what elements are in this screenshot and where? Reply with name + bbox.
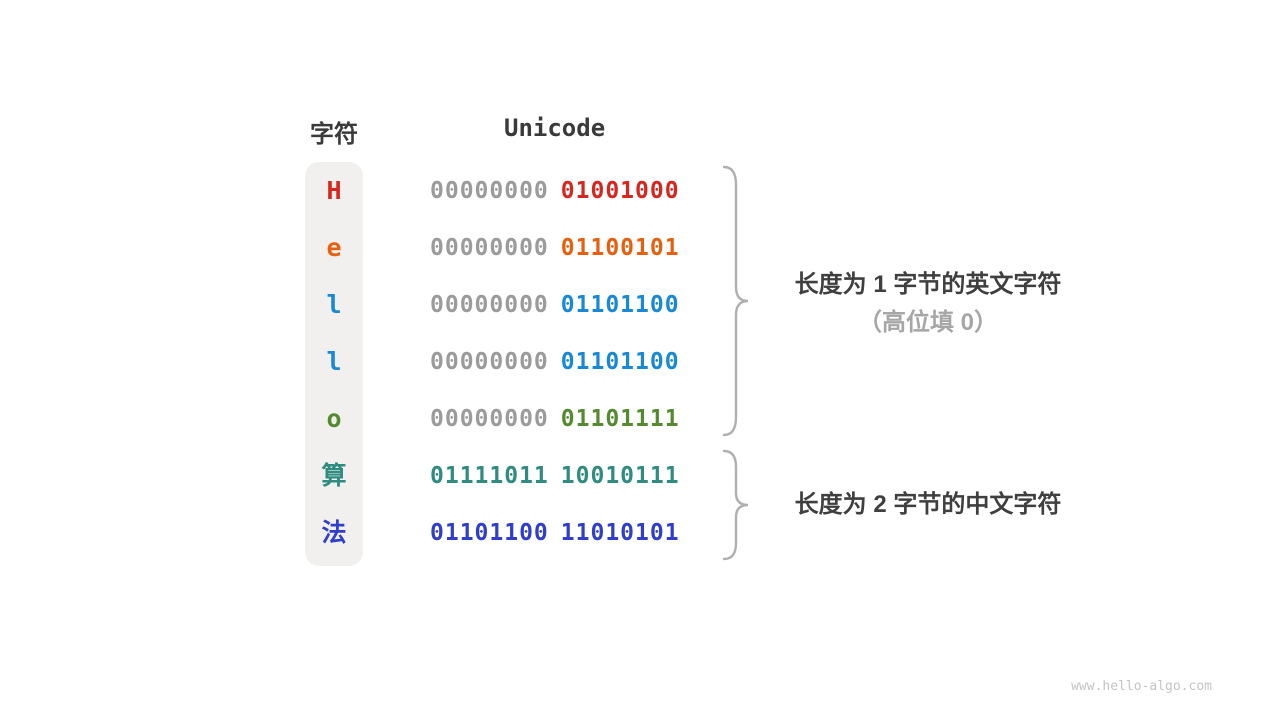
character-cell: e [326, 233, 342, 262]
brace-english-group [722, 165, 749, 437]
low-byte: 10010111 [560, 463, 680, 489]
character-cell: l [326, 347, 342, 376]
unicode-binary: 01101100 11010101 [430, 505, 680, 561]
character-cell: H [326, 176, 342, 205]
column-header-unicode: Unicode [504, 114, 606, 142]
annotation-english-bytes: 长度为 1 字节的英文字符 （高位填 0） [758, 266, 1098, 342]
table-row: 算 01111011 10010111 [0, 448, 1280, 504]
unicode-binary: 00000000 01101100 [430, 334, 680, 390]
unicode-binary: 00000000 01001000 [430, 163, 680, 219]
brace-chinese-group [722, 449, 749, 561]
high-byte: 00000000 [430, 349, 549, 375]
table-row: e 00000000 01100101 [0, 220, 1280, 276]
character-cell: 法 [321, 518, 347, 547]
low-byte: 01101100 [560, 349, 680, 375]
table-row: H 00000000 01001000 [0, 163, 1280, 219]
character-cell: l [326, 290, 342, 319]
high-byte: 00000000 [430, 292, 549, 318]
high-byte: 00000000 [430, 406, 549, 432]
low-byte: 01100101 [560, 235, 680, 261]
character-cell: o [326, 404, 342, 433]
table-row: o 00000000 01101111 [0, 391, 1280, 447]
unicode-binary: 01111011 10010111 [430, 448, 680, 504]
char-column-background [305, 162, 363, 566]
table-row: 法 01101100 11010101 [0, 505, 1280, 561]
high-byte: 01101100 [430, 520, 549, 546]
low-byte: 11010101 [560, 520, 680, 546]
high-byte: 01111011 [430, 463, 549, 489]
annotation-line: 长度为 2 字节的中文字符 [794, 491, 1062, 518]
high-byte: 00000000 [430, 178, 549, 204]
column-header-char: 字符 [310, 121, 358, 148]
unicode-binary: 00000000 01101111 [430, 391, 680, 447]
site-watermark: www.hello-algo.com [1071, 679, 1212, 694]
table-row: l 00000000 01101100 [0, 277, 1280, 333]
character-cell: 算 [321, 461, 347, 490]
unicode-binary: 00000000 01100101 [430, 220, 680, 276]
annotation-line: 长度为 1 字节的英文字符 [794, 271, 1062, 298]
low-byte: 01101111 [560, 406, 680, 432]
unicode-binary: 00000000 01101100 [430, 277, 680, 333]
annotation-chinese-bytes: 长度为 2 字节的中文字符 [758, 486, 1098, 524]
table-row: l 00000000 01101100 [0, 334, 1280, 390]
low-byte: 01101100 [560, 292, 680, 318]
low-byte: 01001000 [560, 178, 680, 204]
annotation-line: （高位填 0） [857, 309, 998, 336]
high-byte: 00000000 [430, 235, 549, 261]
